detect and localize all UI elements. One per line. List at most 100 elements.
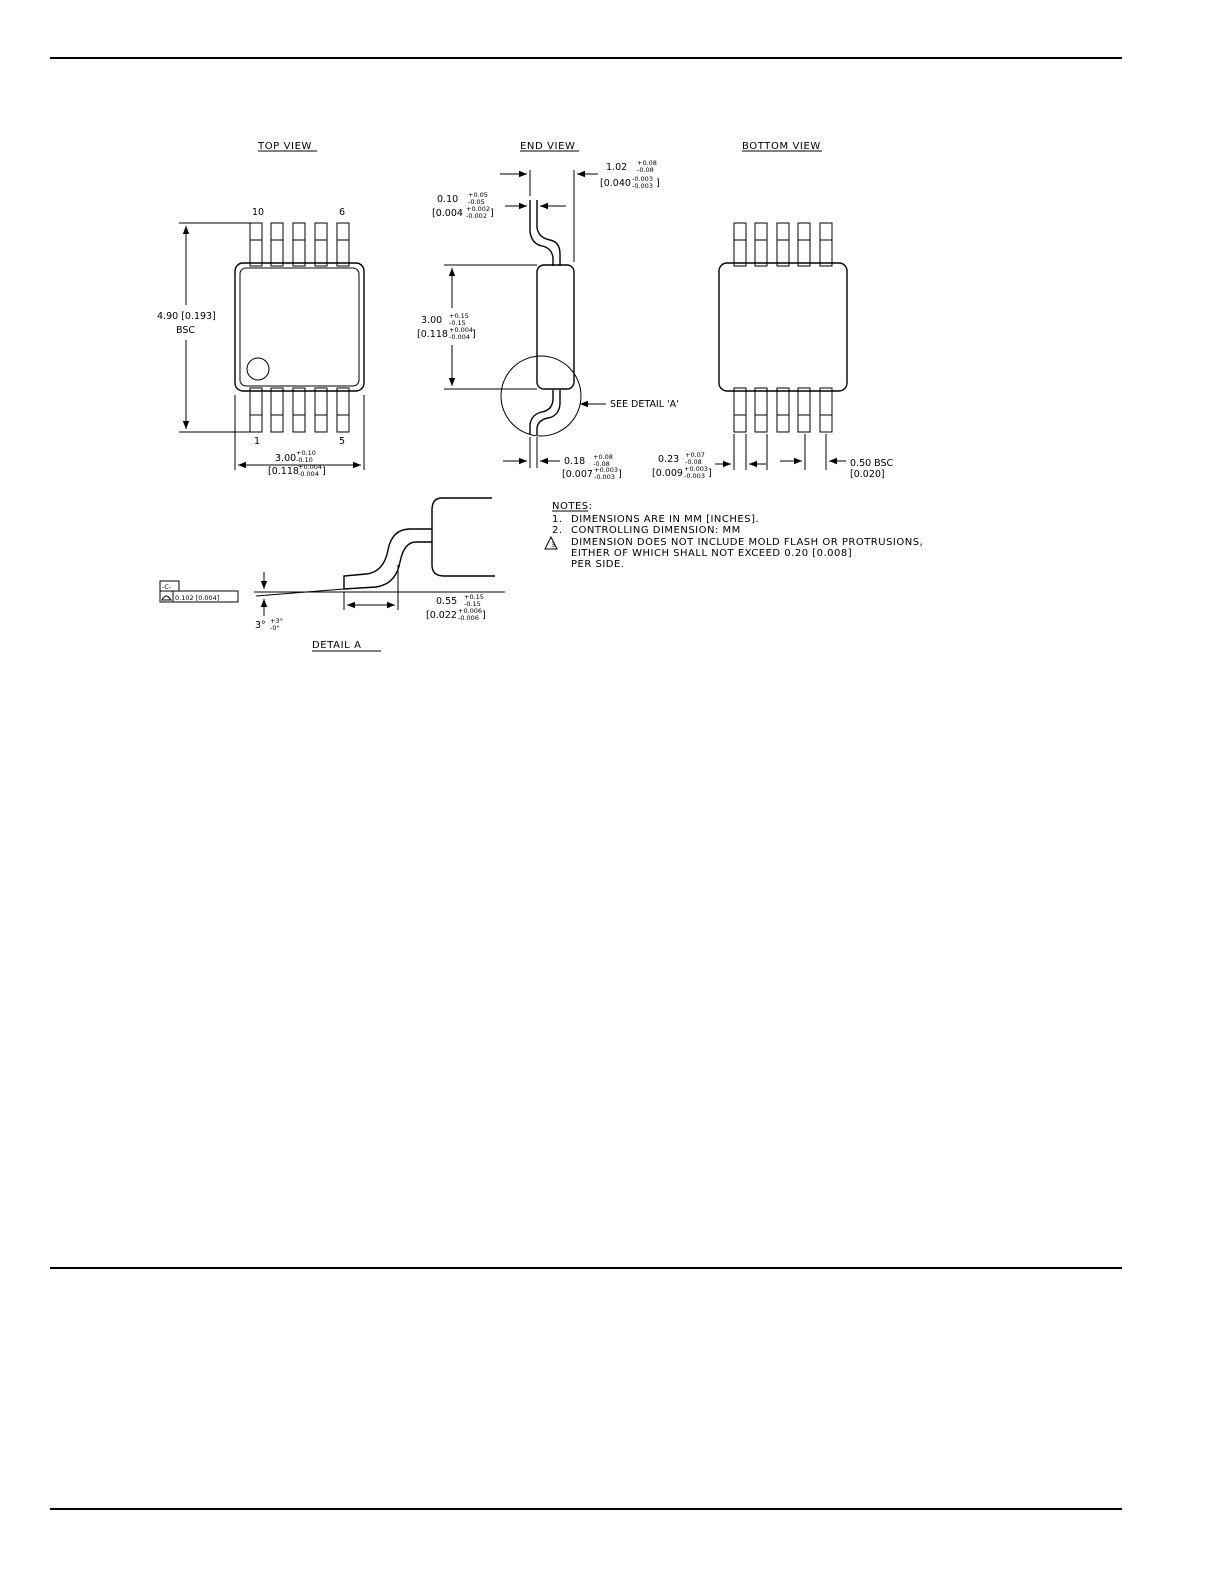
svg-text:+0.004: +0.004 — [449, 326, 473, 334]
note-3-text: DIMENSION DOES NOT INCLUDE MOLD FLASH OR… — [571, 537, 923, 548]
svg-text:-0.006: -0.006 — [458, 614, 479, 622]
note-3-num: 3 — [551, 541, 555, 549]
flatness-symbol-icon — [161, 595, 172, 601]
bottom-view-leads-bottom — [733, 387, 833, 433]
datum-c-label: -C- — [162, 583, 172, 591]
end-standoff-dim: 0.10 +0.05 -0.05 [0.004 +0.002 -0.002 ] — [432, 191, 494, 220]
end-body-width-dim: 3.00 +0.15 -0.15 [0.118 +0.004 -0.004 ] — [417, 312, 476, 341]
svg-text:[0.007: [0.007 — [562, 469, 593, 480]
notes-heading: NOTES: — [552, 501, 593, 512]
svg-text:-0.08: -0.08 — [593, 460, 610, 468]
svg-text:+3°: +3° — [270, 617, 283, 625]
svg-text:-0.002: -0.002 — [466, 212, 487, 220]
detail-a-title: DETAIL A — [312, 640, 362, 651]
footer-rule-upper — [50, 1267, 1122, 1269]
svg-text:[0.118: [0.118 — [268, 466, 299, 477]
svg-text:]: ] — [656, 178, 660, 189]
svg-text:0.18: 0.18 — [564, 456, 585, 467]
note-2-text: CONTROLLING DIMENSION: MM — [571, 525, 741, 536]
see-detail-a-label: SEE DETAIL 'A' — [610, 399, 679, 410]
svg-text:-0.05: -0.05 — [468, 198, 485, 206]
end-view-body — [536, 264, 575, 390]
bottom-view-body — [718, 262, 848, 392]
svg-text:1.02: 1.02 — [606, 162, 627, 173]
svg-text:3.00: 3.00 — [275, 453, 296, 464]
svg-text:+0.003: +0.003 — [594, 466, 618, 474]
svg-text:+0.003: +0.003 — [684, 465, 708, 473]
svg-text:-0.004: -0.004 — [449, 333, 470, 341]
top-view-leads-bottom — [249, 387, 350, 433]
bottom-lead-width-dim: 0.23 +0.07 -0.08 [0.009 +0.003 -0.003 ] — [652, 451, 712, 480]
detail-a-view: 0.55 +0.15 -0.15 [0.022 +0.006 -0.006 ] … — [159, 497, 505, 652]
svg-text:+0.006: +0.006 — [458, 607, 482, 615]
detail-a-circle — [500, 355, 582, 437]
svg-text:]: ] — [472, 329, 476, 340]
note-3-continuation-1: EITHER OF WHICH SHALL NOT EXCEED 0.20 [0… — [571, 548, 852, 559]
svg-text:+0.002: +0.002 — [466, 205, 490, 213]
pin1-marker — [246, 357, 270, 381]
svg-text:-0.004: -0.004 — [298, 470, 319, 478]
top-view-title: TOP VIEW — [257, 141, 312, 152]
svg-text:0.10: 0.10 — [437, 194, 458, 205]
pin-5-label: 5 — [339, 436, 345, 447]
pin-6-label: 6 — [339, 207, 345, 218]
end-height-dim: 1.02 +0.08 -0.08 [0.040 -0.003 -0.003 ] — [600, 159, 660, 190]
svg-text:]: ] — [482, 610, 486, 621]
svg-text:0.55: 0.55 — [436, 596, 457, 607]
svg-text:[0.118: [0.118 — [417, 329, 448, 340]
svg-text:-0.15: -0.15 — [464, 600, 481, 608]
note-3-triangle-icon — [544, 535, 558, 550]
svg-text:[0.004: [0.004 — [432, 208, 463, 219]
svg-text:+0.05: +0.05 — [468, 191, 488, 199]
svg-text:]: ] — [490, 208, 494, 219]
footer-rule-lower — [50, 1508, 1122, 1510]
svg-text:+0.15: +0.15 — [464, 593, 484, 601]
bottom-view-leads-top — [733, 222, 833, 267]
svg-text:]: ] — [322, 466, 326, 477]
note-3-continuation-2: PER SIDE. — [571, 559, 624, 570]
svg-text:+0.15: +0.15 — [449, 312, 469, 320]
svg-text:+0.07: +0.07 — [685, 451, 705, 459]
svg-text:-0.003: -0.003 — [632, 182, 653, 190]
top-width-dim: 3.00 +0.10 -0.10 [0.118 +0.004 -0.004 ] — [268, 449, 326, 478]
svg-text:[0.022: [0.022 — [426, 610, 457, 621]
svg-text:+0.08: +0.08 — [593, 453, 613, 461]
svg-text:+0.08: +0.08 — [637, 159, 657, 167]
svg-text:-0°: -0° — [270, 624, 280, 632]
svg-text:-0.003: -0.003 — [632, 175, 653, 183]
detail-foot-length-dim: 0.55 +0.15 -0.15 [0.022 +0.006 -0.006 ] — [426, 593, 486, 622]
bottom-view-title: BOTTOM VIEW — [742, 141, 821, 152]
svg-text:-0.003: -0.003 — [594, 473, 615, 481]
top-view-body — [234, 262, 365, 392]
detail-angle-dim: 3° +3° -0° — [255, 617, 283, 632]
svg-text:]: ] — [708, 468, 712, 479]
end-lead-thickness-dim: 0.18 +0.08 -0.08 [0.007 +0.003 -0.003 ] — [562, 453, 622, 481]
bottom-view: BOTTOM VIEW — [652, 141, 894, 480]
bottom-pitch-dim: 0.50 BSC — [850, 458, 894, 469]
notes-block: NOTES: 1. DIMENSIONS ARE IN MM [INCHES].… — [544, 501, 923, 570]
svg-text:-0.08: -0.08 — [685, 458, 702, 466]
top-length-bsc: BSC — [176, 325, 195, 336]
note-1-num: 1. — [552, 514, 563, 525]
end-view-title: END VIEW — [520, 141, 575, 152]
bottom-pitch-inch: [0.020] — [850, 469, 885, 480]
note-1-text: DIMENSIONS ARE IN MM [INCHES]. — [571, 514, 759, 525]
svg-text:-0.15: -0.15 — [449, 319, 466, 327]
svg-text:3.00: 3.00 — [421, 315, 442, 326]
pin-1-label: 1 — [254, 436, 260, 447]
top-view: TOP VIEW 10 — [157, 141, 365, 478]
svg-text:+0.10: +0.10 — [296, 449, 316, 457]
svg-text:[0.009: [0.009 — [652, 468, 683, 479]
pin-10-label: 10 — [252, 207, 264, 218]
top-view-leads-top — [249, 222, 350, 267]
svg-text:[0.040: [0.040 — [600, 178, 631, 189]
svg-text:+0.004: +0.004 — [298, 463, 322, 471]
svg-text:0.23: 0.23 — [658, 454, 679, 465]
note-2-num: 2. — [552, 525, 563, 536]
top-length-dim: 4.90 [0.193] — [157, 311, 216, 322]
svg-text:-0.003: -0.003 — [684, 472, 705, 480]
svg-text:-0.08: -0.08 — [637, 166, 654, 174]
svg-text:-0.10: -0.10 — [296, 456, 313, 464]
svg-text:]: ] — [618, 469, 622, 480]
